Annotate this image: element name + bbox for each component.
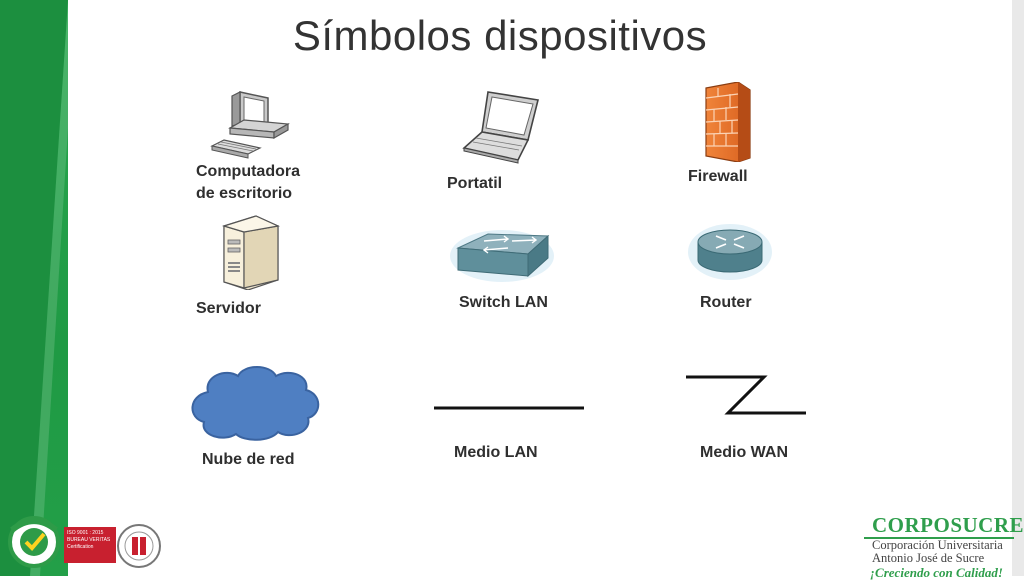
certified-seal-icon — [8, 516, 60, 568]
label-router: Router — [700, 294, 752, 311]
label-firewall: Firewall — [688, 168, 748, 185]
brand-name: CORPOSUCRE — [864, 514, 1024, 539]
corposucre-logo: CORPOSUCRE Corporación Universitaria Ant… — [864, 514, 1024, 580]
label-server: Servidor — [196, 300, 261, 317]
switch-icon — [450, 230, 554, 282]
green-diagonal-accent — [0, 0, 76, 576]
label-cloud: Nube de red — [202, 451, 295, 468]
desktop-computer-icon — [210, 91, 290, 159]
laptop-icon — [462, 91, 539, 164]
router-icon — [688, 224, 772, 280]
server-icon — [221, 215, 281, 290]
label-wan: Medio WAN — [700, 444, 788, 461]
iso-line-1: ISO 9001 : 2015 — [67, 530, 104, 536]
firewall-icon — [705, 82, 751, 162]
lan-line-icon — [434, 406, 584, 410]
slide-title: Símbolos dispositivos — [292, 12, 708, 59]
label-desktop: Computadora de escritorio — [196, 161, 300, 205]
iso-line-3: Certification — [67, 544, 94, 550]
right-edge-strip — [1012, 0, 1024, 576]
brand-motto: ¡Creciendo con Calidad! — [870, 565, 1003, 580]
iso-certification-badge: ISO 9001 : 2015 BUREAU VERITAS Certifica… — [64, 527, 116, 563]
label-desktop-line-2: de escritorio — [196, 185, 293, 202]
label-switch: Switch LAN — [459, 294, 548, 311]
cloud-icon — [191, 366, 320, 441]
brand-line-2: Antonio José de Sucre — [872, 551, 985, 565]
wan-zigzag-icon — [686, 375, 806, 415]
label-laptop: Portatil — [447, 175, 503, 192]
bureau-veritas-seal-icon — [117, 524, 161, 568]
brand-line-1: Corporación Universitaria — [872, 538, 1003, 552]
label-lan: Medio LAN — [454, 444, 538, 461]
label-desktop-line-1: Computadora — [196, 163, 300, 180]
iso-line-2: BUREAU VERITAS — [67, 537, 111, 543]
